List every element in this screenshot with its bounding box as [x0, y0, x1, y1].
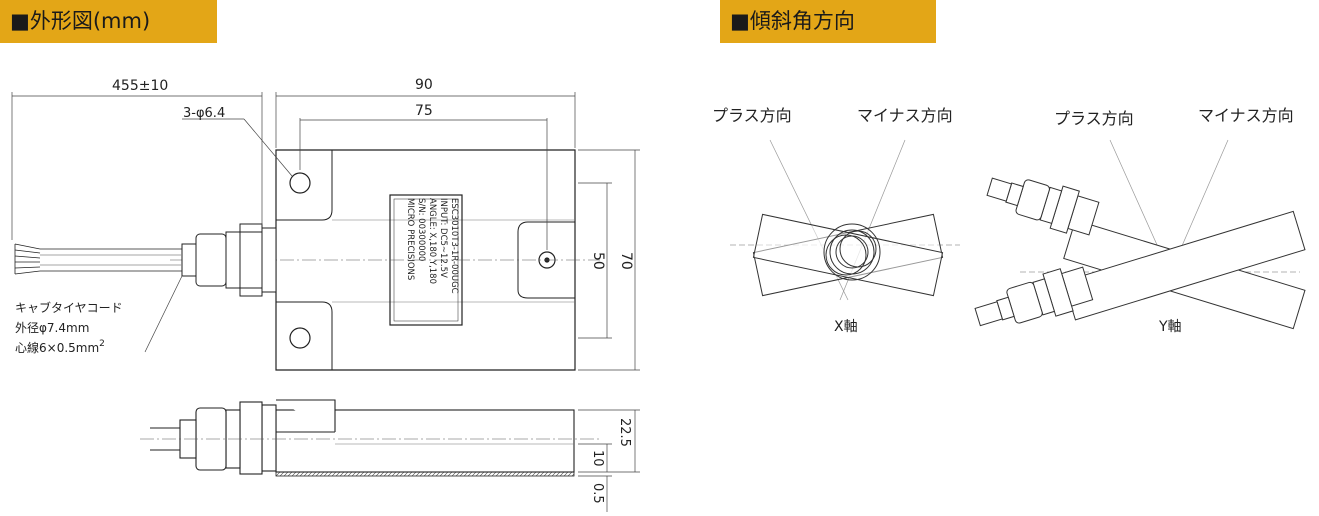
label-plate-text: ESC3010T3-1R-00UGC INPUT: DC5~12.5V ANGL…	[405, 198, 459, 294]
plate-line-3: ANGLE: X,180 Y,180	[427, 198, 437, 284]
tilt-y-plus-label: プラス方向	[1054, 109, 1134, 128]
tilt-x-axis-label: X軸	[834, 319, 858, 335]
header-outline-drawing: ■外形図(mm)	[0, 0, 217, 43]
side-dimension-lines	[578, 409, 640, 512]
cable-note-diameter: 外径φ7.4mm	[15, 321, 89, 335]
dimension-lines	[11, 92, 640, 371]
dim-holes: 3-φ6.4	[183, 106, 225, 121]
cable	[14, 243, 182, 275]
tilt-x-plus-label: プラス方向	[712, 106, 792, 125]
mount-hole-1	[289, 172, 311, 194]
dim-thickness: 22.5	[617, 418, 632, 447]
header-tilt-direction: ■傾斜角方向	[720, 0, 936, 43]
tilt-y-minus-label: マイナス方向	[1198, 106, 1294, 125]
dim-height-inner: 50	[590, 252, 606, 270]
side-view	[150, 399, 575, 477]
cable-note-core: 心線6×0.5mm2	[15, 339, 105, 355]
tilt-x-minus-label: マイナス方向	[857, 106, 953, 125]
tilt-x-diagram	[730, 139, 960, 301]
plate-line-2: INPUT: DC5~12.5V	[438, 198, 448, 278]
cable-note-type: キャブタイヤコード	[15, 300, 123, 315]
dim-base: 0.5	[590, 483, 605, 504]
plate-line-4: S/N: 00300000	[416, 198, 426, 261]
dim-width-inner: 75	[415, 103, 433, 119]
plate-line-1: ESC3010T3-1R-00UGC	[449, 198, 459, 294]
mount-hole-2	[289, 327, 311, 349]
plate-line-5: MICRO PRECISIONS	[405, 198, 415, 280]
dim-cable-length: 455±10	[112, 78, 168, 94]
dim-height-outer: 70	[618, 252, 634, 270]
cable-gland-top	[181, 223, 277, 297]
dim-width-outer: 90	[415, 77, 433, 93]
tilt-y-diagram	[974, 139, 1306, 330]
tilt-y-axis-label: Y軸	[1158, 319, 1182, 335]
dim-offset: 10	[590, 450, 605, 467]
